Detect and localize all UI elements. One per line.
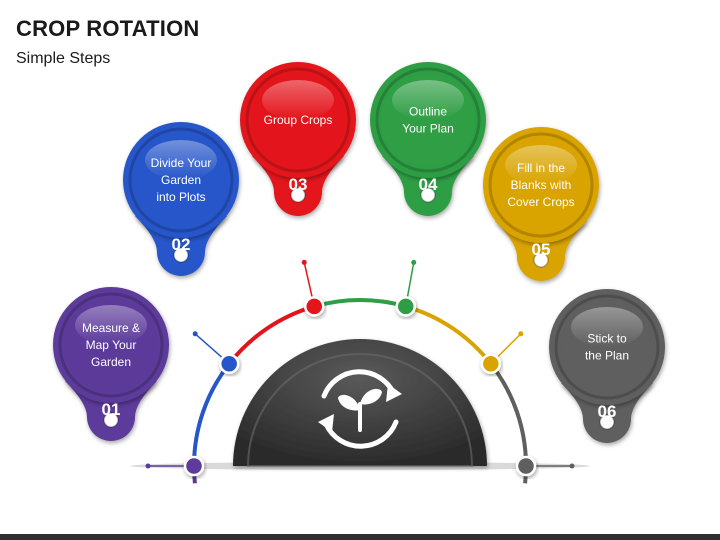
arc-node-dot [303,296,325,317]
step-label-line: Garden [161,173,201,187]
pin-hole [599,414,615,430]
page-title: CROP ROTATION [16,16,200,41]
page-subtitle: Simple Steps [16,50,111,67]
pin-shine [392,80,464,120]
pin-shine [571,307,643,347]
pin-ring-shade [128,127,234,233]
bottom-bar [0,534,720,540]
arc-node-dot [395,296,417,317]
pin-hole [173,247,189,263]
step-pin-06: Stick to the Plan 06 [549,289,665,443]
pin-ring-shade [488,132,594,238]
connector-end-dot [411,259,417,265]
pin-ring-shade [245,67,351,173]
pin-hole [103,412,119,428]
connector-end-dot [145,463,151,469]
step-label-line: Group Crops [264,113,333,127]
progress-arc [145,259,575,484]
connector-end-dot [192,331,198,337]
arc-segment [405,304,493,366]
step-label-line: Fill in the [517,161,565,175]
pin-ring-shade [554,294,660,400]
step-pin-03: Group Crops 03 [240,62,356,216]
pin-hole [420,187,436,203]
step-label-line: Stick to [587,332,627,346]
step-number: 01 [102,400,121,419]
step-label-line: Map Your [86,338,137,352]
step-number: 06 [598,402,617,421]
pin-shine [505,145,577,185]
arc-node-dot [515,455,537,477]
step-label-line: into Plots [156,190,205,204]
arc-segment [313,298,407,309]
step-label-line: the Plan [585,349,629,363]
step-label-line: Your Plan [402,122,454,136]
step-label-line: Blanks with [511,178,572,192]
pin-shine [145,140,217,180]
step-number: 02 [172,235,191,254]
arc-node-dot [183,455,205,477]
step-label-line: Measure & [82,321,140,335]
step-label-line: Outline [409,105,447,119]
arc-segment [227,304,315,366]
arc-segment [192,362,231,467]
step-number: 04 [419,175,438,194]
pin-ring-shade [58,292,164,398]
arc-node-dot [480,353,502,375]
crop-rotation-icon [318,369,402,449]
pin-shine [75,305,147,345]
step-number: 05 [532,240,551,259]
arc-segment [489,362,528,467]
arc-node-dot [218,353,240,375]
step-label-line: Garden [91,355,131,369]
connector-end-dot [569,463,575,469]
pin-hole [533,252,549,268]
pin-shine [262,80,334,120]
connector-end-dot [301,259,307,265]
pin-hole [290,187,306,203]
connector-end-dot [518,331,524,337]
step-label-line: Cover Crops [507,195,574,209]
step-number: 03 [289,175,308,194]
pin-ring-shade [375,67,481,173]
step-label-line: Divide Your [151,156,212,170]
